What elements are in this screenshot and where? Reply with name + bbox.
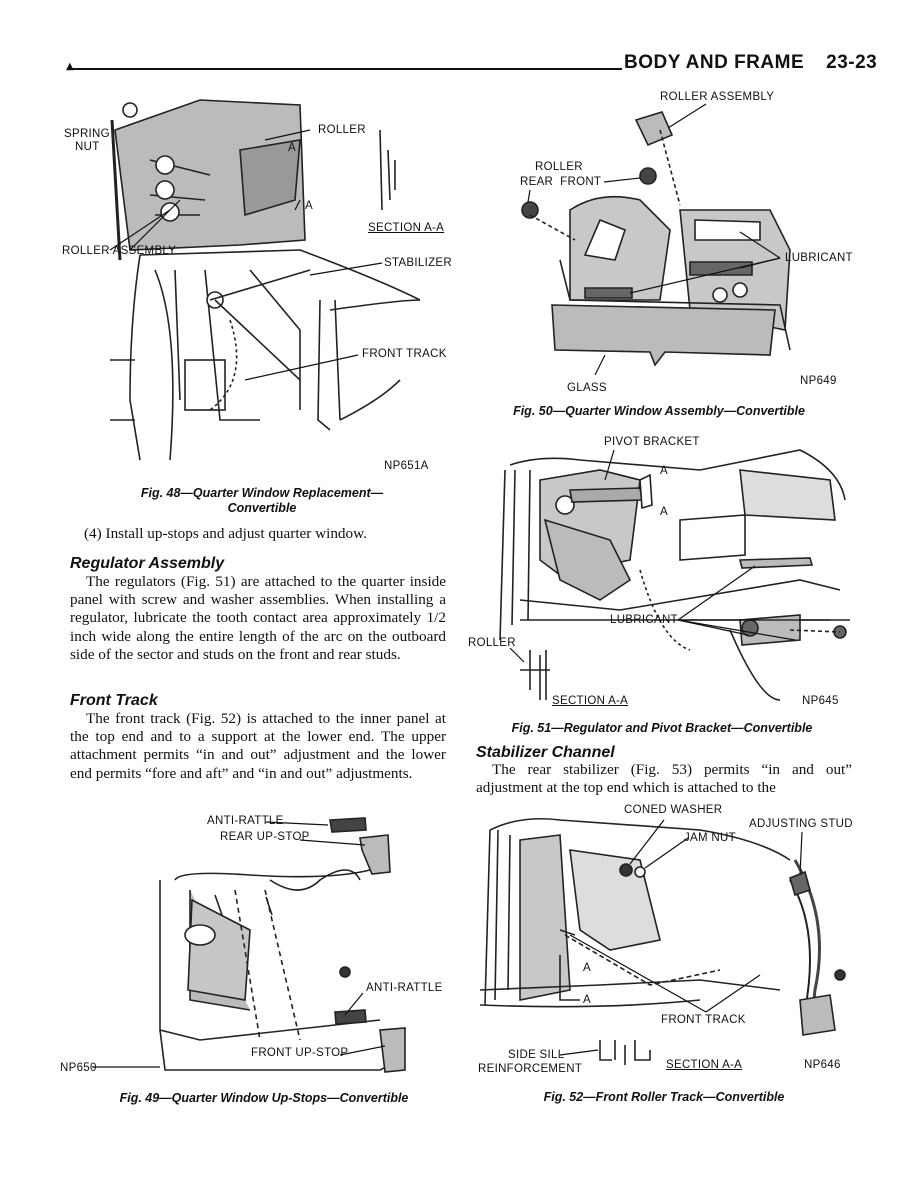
fig51-label-a-top: A (660, 465, 668, 477)
fig48-label-spring-nut-line2: NUT (75, 141, 100, 153)
fig49-label-front-up-stop: FRONT UP-STOP (251, 1047, 349, 1059)
fig48-label-roller: ROLLER (318, 124, 366, 136)
fig51-label-pivot-bracket: PIVOT BRACKET (604, 436, 700, 448)
page-header: BODY AND FRAME 23-23 (624, 52, 877, 74)
fig50-label-roller: ROLLER (535, 161, 583, 173)
fig51-label-a-bottom: A (660, 506, 668, 518)
fig48-label-stabilizer: STABILIZER (384, 257, 452, 269)
header-triangle-mark: ▲ (66, 61, 74, 72)
header-title: BODY AND FRAME (624, 52, 805, 73)
fig52-label-coned-washer: CONED WASHER (624, 804, 723, 816)
fig48-caption-line2: Convertible (227, 501, 297, 515)
fig51-label-lubricant: LUBRICANT (610, 614, 678, 626)
fig49-caption: Fig. 49—Quarter Window Up-Stops—Converti… (119, 1091, 409, 1105)
fig49-label-anti-rattle-top: ANTI-RATTLE (207, 815, 284, 827)
fig52-label-section: SECTION A-A (666, 1059, 743, 1071)
fig52-label-adjusting-stud: ADJUSTING STUD (749, 818, 853, 830)
fig50-label-roller-assembly: ROLLER ASSEMBLY (660, 91, 775, 103)
stabilizer-text: The rear stabilizer (Fig. 53) permits “i… (476, 761, 852, 797)
fig52-label-a-top: A (583, 962, 591, 974)
fig51-caption: Fig. 51—Regulator and Pivot Bracket—Conv… (511, 721, 813, 735)
regulator-heading: Regulator Assembly (70, 555, 225, 572)
fig48-code: NP651A (384, 460, 429, 472)
page-number: 23-23 (826, 52, 878, 73)
fig48-label-roller-assembly: ROLLER ASSEMBLY (62, 245, 177, 257)
fig51-label-roller: ROLLER (468, 637, 516, 649)
fig50-caption: Fig. 50—Quarter Window Assembly—Converti… (513, 404, 805, 418)
fig52-label-a-bottom: A (583, 994, 591, 1006)
fig51-code: NP645 (802, 695, 839, 707)
front-track-text: The front track (Fig. 52) is attached to… (70, 710, 446, 782)
fig51-label-section: SECTION A-A (552, 695, 629, 707)
fig52-code: NP646 (804, 1059, 841, 1071)
fig49-label-anti-rattle-bottom: ANTI-RATTLE (366, 982, 443, 994)
fig52-label-side-sill-line1: SIDE SILL (508, 1049, 565, 1061)
fig49-label-rear-up-stop: REAR UP-STOP (220, 831, 310, 843)
fig48-caption-line1: Fig. 48—Quarter Window Replacement— (140, 486, 384, 500)
fig50-label-lubricant: LUBRICANT (785, 252, 853, 264)
fig48-label-front-track: FRONT TRACK (362, 348, 447, 360)
step-4-text: (4) Install up-stops and adjust quarter … (84, 525, 367, 542)
fig52-caption: Fig. 52—Front Roller Track—Convertible (543, 1090, 785, 1104)
fig50-label-glass: GLASS (567, 382, 607, 394)
fig52-label-jam-nut: JAM NUT (684, 832, 736, 844)
fig48-label-a-top: A (288, 142, 296, 154)
fig49-code: NP650 (60, 1062, 97, 1074)
fig50-label-rear-front: REAR FRONT (520, 176, 602, 188)
fig50-code: NP649 (800, 375, 837, 387)
regulator-text: The regulators (Fig. 51) are attached to… (70, 573, 446, 663)
fig48-label-section: SECTION A-A (368, 222, 445, 234)
fig48-label-spring-nut-line1: SPRING (64, 128, 110, 140)
header-rule (70, 68, 622, 70)
stabilizer-heading: Stabilizer Channel (476, 744, 615, 761)
fig52-label-front-track: FRONT TRACK (661, 1014, 746, 1026)
fig52-label-side-sill-line2: REINFORCEMENT (478, 1063, 583, 1075)
fig48-label-a-bottom: A (305, 200, 313, 212)
front-track-heading: Front Track (70, 692, 158, 709)
